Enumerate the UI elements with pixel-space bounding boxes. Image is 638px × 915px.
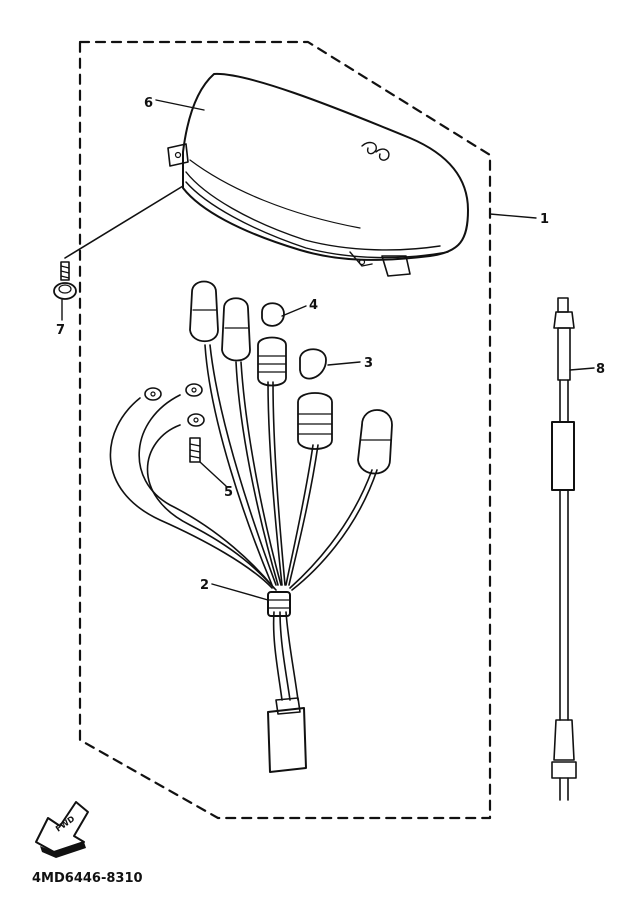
screw (53, 185, 184, 300)
ring-terminals (144, 383, 205, 427)
wire-harness (109, 344, 378, 701)
main-coupler (267, 697, 307, 773)
callout-8: 8 (596, 362, 605, 377)
socket-cap-left (189, 280, 219, 343)
socket-cap-right (357, 409, 393, 475)
diagram-code: 4MD6446-8310 (32, 871, 143, 886)
cap-3 (299, 348, 327, 380)
callout-1: 1 (540, 212, 549, 227)
callout-2: 2 (200, 578, 209, 593)
callout-5: 5 (224, 485, 233, 500)
fwd-arrow-icon: FWD (35, 801, 89, 858)
terminal-screw (189, 437, 201, 463)
meter-cable (551, 297, 577, 801)
wire-band (267, 591, 291, 617)
callout-6: 6 (144, 96, 153, 111)
bulb-socket (257, 336, 287, 387)
socket-cap-middle (221, 297, 251, 362)
assembly-boundary (78, 40, 492, 820)
callout-7: 7 (56, 323, 65, 338)
grommet-socket (297, 392, 333, 450)
callout-4: 4 (309, 298, 318, 313)
cap-4 (261, 302, 285, 327)
callout-3: 3 (364, 356, 373, 371)
leader-lines (61, 99, 595, 601)
meter-housing (167, 72, 469, 277)
